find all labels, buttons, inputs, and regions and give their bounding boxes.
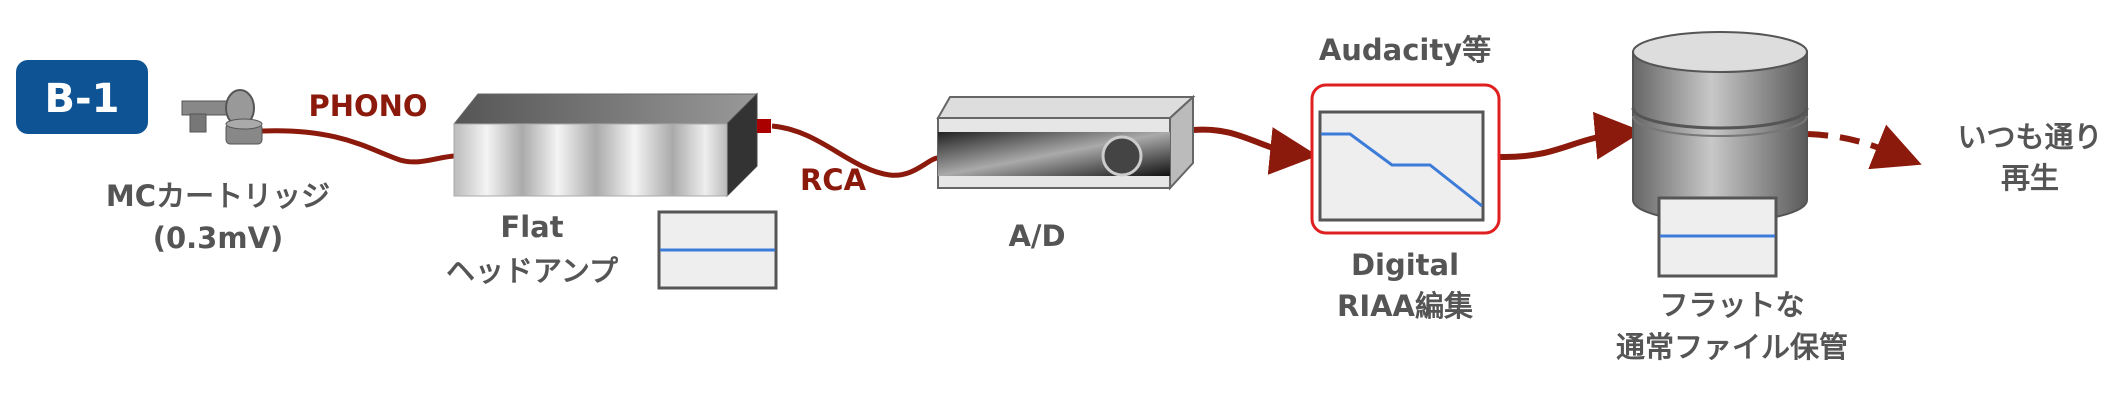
head-amp-type: ヘッドアンプ xyxy=(446,254,619,288)
playback-action: 再生 xyxy=(2001,161,2059,195)
playback-label: いつも通り xyxy=(1957,120,2102,154)
riaa-edit-label: RIAA編集 xyxy=(1337,289,1474,323)
flat-response-graph xyxy=(657,210,778,290)
head-amp-label: Flat xyxy=(500,210,563,244)
ad-label: A/D xyxy=(1008,219,1065,253)
flat-file-graph xyxy=(1657,196,1778,278)
phono-cable xyxy=(261,128,457,165)
rca-cable xyxy=(771,123,941,178)
storage-label: フラットな xyxy=(1659,288,1804,322)
phono-label: PHONO xyxy=(308,89,427,123)
riaa-curve-panel xyxy=(1310,83,1501,235)
cartridge-label: MCカートリッジ xyxy=(106,179,330,213)
audacity-label: Audacity等 xyxy=(1319,33,1491,67)
rca-label: RCA xyxy=(800,163,867,197)
cartridge-icon xyxy=(181,89,263,145)
ad-converter-icon xyxy=(936,94,1196,191)
ad-to-digital-arrow xyxy=(1192,126,1318,175)
digital-to-storage-arrow xyxy=(1499,111,1643,161)
database-icon xyxy=(1631,31,1809,223)
cartridge-voltage: (0.3mV) xyxy=(153,221,284,255)
digital-label: Digital xyxy=(1351,248,1459,282)
storage-to-playback-arrow xyxy=(1807,124,1922,170)
amplifier-icon xyxy=(452,92,771,198)
section-badge: B-1 xyxy=(16,60,148,134)
svg-text:B-1: B-1 xyxy=(45,76,120,122)
storage-type-label: 通常ファイル保管 xyxy=(1616,330,1848,364)
